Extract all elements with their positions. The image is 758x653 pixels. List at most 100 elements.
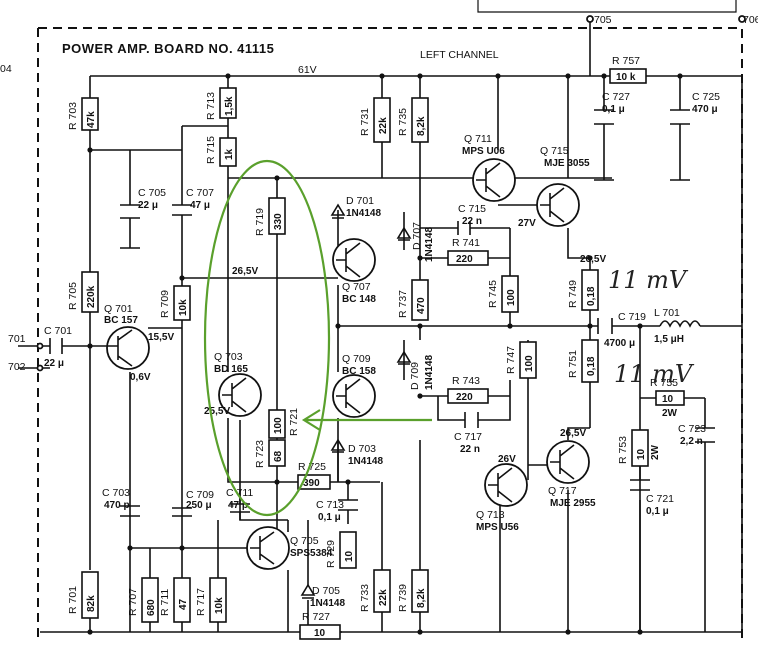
svg-text:1N4148: 1N4148	[310, 598, 345, 609]
svg-text:MJE 3055: MJE 3055	[544, 158, 590, 169]
svg-text:0,1 μ: 0,1 μ	[318, 512, 341, 523]
connector-705: 705	[586, 14, 612, 26]
svg-text:220: 220	[456, 392, 473, 403]
resistor-r717: 10k R 717	[195, 577, 227, 623]
junctions	[87, 73, 683, 635]
svg-text:Q 701: Q 701	[104, 303, 133, 315]
svg-text:C 705: C 705	[138, 187, 166, 199]
svg-text:D 701: D 701	[346, 195, 374, 207]
svg-text:R 745: R 745	[487, 280, 499, 308]
svg-text:Q 707: Q 707	[342, 281, 371, 293]
svg-text:470 μ: 470 μ	[692, 104, 718, 115]
resistor-r741: 220 R 741	[447, 237, 489, 266]
svg-text:0,18: 0,18	[586, 356, 597, 376]
svg-text:R 723: R 723	[254, 440, 266, 468]
resistor-r747: 100 R 747	[505, 341, 537, 379]
svg-text:Q 709: Q 709	[342, 353, 371, 365]
resistor-r713: 1,5k R 713	[205, 87, 237, 120]
board-title: POWER AMP. BOARD NO. 41115	[62, 41, 274, 56]
svg-text:R 725: R 725	[298, 461, 326, 473]
svg-text:BC 158: BC 158	[342, 366, 376, 377]
resistor-r701: 82k R 701	[67, 571, 99, 619]
channel-label: LEFT CHANNEL	[420, 49, 499, 61]
svg-text:C 703: C 703	[102, 487, 130, 499]
capacitor-c723: C 723 2,2 n	[678, 423, 715, 447]
rail-voltage-label: 61V	[298, 64, 317, 76]
svg-text:47 p: 47 p	[228, 500, 248, 511]
svg-text:1N4148: 1N4148	[346, 208, 381, 219]
capacitor-c707: C 707 47 μ	[172, 187, 214, 216]
svg-text:1N4148: 1N4148	[424, 227, 435, 262]
svg-text:0,1 μ: 0,1 μ	[602, 104, 625, 115]
svg-text:706: 706	[743, 14, 758, 26]
svg-text:C 717: C 717	[454, 431, 482, 443]
resistor-r729: 10 R 729	[325, 531, 357, 569]
capacitor-c713: C 713 0,1 μ	[316, 499, 358, 523]
svg-text:Q 715: Q 715	[540, 145, 569, 157]
resistor-r731: 22k R 731	[359, 97, 391, 143]
svg-text:10: 10	[636, 448, 647, 460]
svg-text:10: 10	[662, 394, 674, 405]
resistor-r739: 8,2k R 739	[397, 569, 429, 613]
transistor-q705: Q 705 SPS5384	[246, 526, 333, 570]
svg-text:10: 10	[344, 550, 355, 562]
svg-text:27V: 27V	[518, 218, 536, 229]
resistor-r727: 10 R 727	[299, 611, 341, 640]
svg-text:1N4148: 1N4148	[424, 355, 435, 390]
diode-d705: D 705 1N4148	[300, 583, 345, 609]
svg-text:Q 703: Q 703	[214, 351, 243, 363]
handwritten-11mv-bottom: 11 mV	[614, 360, 695, 388]
svg-text:R 753: R 753	[617, 436, 629, 464]
svg-text:220k: 220k	[86, 285, 97, 308]
resistor-r705: 220k R 705	[67, 271, 99, 313]
svg-text:C 719: C 719	[618, 311, 646, 323]
capacitor-c727: C 727 0,1 μ	[594, 91, 630, 125]
svg-text:47 μ: 47 μ	[190, 200, 210, 211]
svg-text:22k: 22k	[378, 117, 389, 134]
voltage-label-26-5: 26,5V	[232, 266, 258, 277]
svg-text:2W: 2W	[662, 408, 678, 419]
resistor-r757: 10 k R 757	[609, 55, 647, 84]
svg-text:0,1 μ: 0,1 μ	[646, 506, 669, 517]
svg-text:701: 701	[8, 333, 26, 345]
resistor-r751: 0,18 R 751	[567, 339, 599, 383]
svg-text:D 709: D 709	[409, 362, 421, 390]
transistor-q709: Q 709 BC 158	[332, 353, 376, 418]
transistor-q713: Q 713 MPS U56 26V	[476, 454, 528, 533]
svg-text:15,5V: 15,5V	[148, 332, 174, 343]
svg-text:BD 165: BD 165	[214, 364, 248, 375]
svg-text:22k: 22k	[378, 589, 389, 606]
resistor-r755: 10 R 755 2W	[650, 377, 685, 419]
svg-text:C 713: C 713	[316, 499, 344, 511]
svg-text:R 719: R 719	[254, 208, 266, 236]
svg-text:330: 330	[273, 213, 284, 230]
resistor-r715: 1k R 715	[205, 136, 237, 167]
resistor-r721: 100 R 721	[268, 408, 300, 439]
resistor-r733: 22k R 733	[359, 569, 391, 613]
svg-text:R 735: R 735	[397, 108, 409, 136]
svg-text:0,18: 0,18	[586, 286, 597, 306]
svg-text:MJE 2955: MJE 2955	[550, 498, 596, 509]
svg-text:250 μ: 250 μ	[186, 500, 212, 511]
svg-text:705: 705	[594, 14, 612, 26]
inductor-l701: L 701 1,5 μH	[654, 307, 701, 345]
svg-text:C 711: C 711	[226, 487, 253, 499]
svg-text:2W: 2W	[650, 444, 661, 460]
svg-text:MPS U56: MPS U56	[476, 522, 519, 533]
svg-text:702: 702	[8, 361, 26, 373]
svg-text:R 707: R 707	[127, 588, 139, 616]
resistor-r707: 680 R 707	[127, 577, 159, 623]
transistor-q701: Q 701 BC 157 15,5V 0,6V	[104, 303, 174, 383]
svg-text:8,2k: 8,2k	[416, 116, 427, 136]
resistor-r719: 330 R 719	[254, 197, 286, 236]
svg-text:470: 470	[416, 297, 427, 314]
svg-text:R 713: R 713	[205, 92, 217, 120]
transistor-q707: Q 707 BC 148	[332, 238, 376, 305]
svg-text:47k: 47k	[86, 111, 97, 128]
svg-text:C 707: C 707	[186, 187, 214, 199]
capacitor-c719: C 719 4700 μ	[597, 311, 646, 349]
svg-text:D 707: D 707	[411, 222, 423, 250]
svg-text:4700 μ: 4700 μ	[604, 338, 635, 349]
resistor-r703: 47k R 703	[67, 97, 99, 131]
svg-text:100: 100	[273, 417, 284, 434]
